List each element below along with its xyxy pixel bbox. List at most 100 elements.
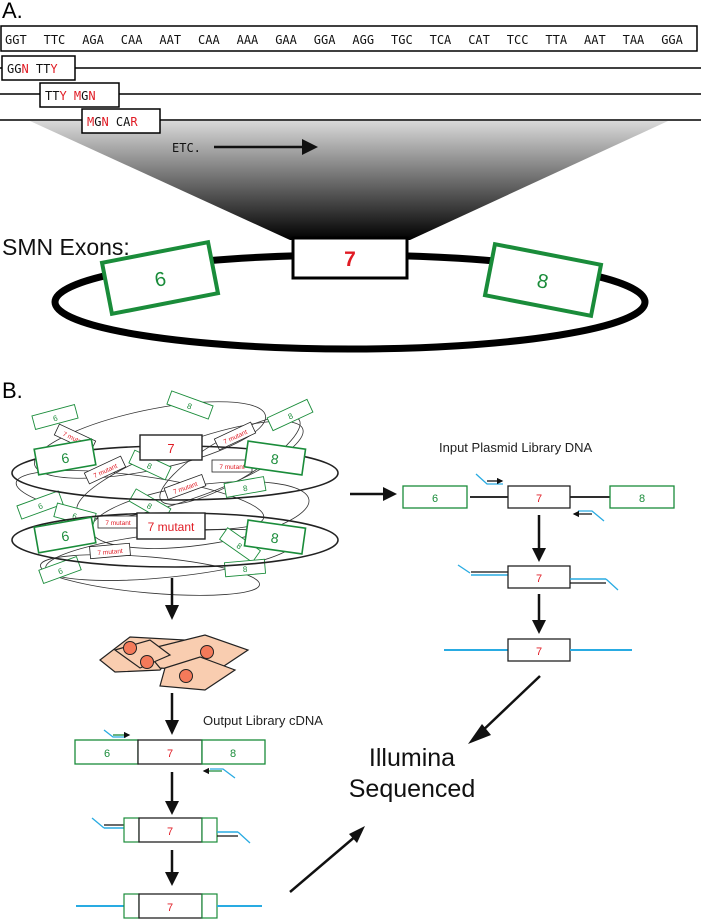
small-mutant-label: 7 mutant	[97, 548, 123, 557]
exon-7-box	[291, 236, 409, 280]
exon-7-label: 7	[344, 248, 356, 271]
library-exon-label: 6	[60, 449, 71, 466]
library-exon-label: 8	[270, 451, 280, 468]
library-small-exon: 8	[223, 476, 267, 498]
sequenced-label: Sequenced	[349, 775, 476, 803]
library-exon-label: 8	[270, 530, 280, 547]
exon-8-box: 8	[482, 241, 604, 319]
small-exon-label: 6	[71, 512, 78, 522]
sequence-codon: TTA	[545, 33, 567, 47]
sequence-codon: GAA	[275, 33, 297, 47]
library-exon-8: 8	[243, 519, 307, 555]
library-small-exon: 6	[16, 490, 64, 520]
sequence-codon: AAT	[584, 33, 606, 47]
small-exon-label: 8	[235, 541, 244, 551]
library-small-exon: 6	[38, 556, 82, 584]
panel-a-label: A.	[2, 0, 23, 23]
output-amplified-7-label: 7	[167, 826, 173, 838]
sequence-codon: CAT	[468, 33, 490, 47]
output-construct-final: 7	[76, 893, 262, 919]
sequence-codon: AAA	[237, 33, 259, 47]
sequence-codon: TAA	[623, 33, 645, 47]
oligo-base: CA	[109, 115, 131, 129]
sequence-codon: TCA	[430, 33, 452, 47]
oligo-base: G	[94, 115, 101, 129]
sequence-codon: CAA	[198, 33, 220, 47]
library-small-exon: 8	[218, 527, 262, 563]
input-exon-6-label: 6	[432, 493, 438, 505]
small-exon-label: 8	[287, 411, 295, 421]
sequence-codon: TTC	[44, 33, 66, 47]
small-exon-label: 8	[242, 484, 248, 494]
sequence-codon: CAA	[121, 33, 143, 47]
exon-8-label: 8	[535, 270, 550, 294]
oligo-box-1	[1, 55, 76, 81]
sequence-codon: AGA	[82, 33, 104, 47]
sequence-codon: AGG	[352, 33, 374, 47]
input-exon-7-label: 7	[536, 493, 542, 505]
sequence-codon: AAT	[159, 33, 181, 47]
oligo-box-2	[39, 82, 120, 108]
small-mutant-label: 7 mutant	[219, 464, 244, 471]
small-exon-label: 6	[57, 566, 65, 576]
input-library-label: Input Plasmid Library DNA	[439, 440, 592, 455]
arrow-output-to-illumina-head	[349, 826, 365, 843]
input-construct-full: 6 7 8	[402, 473, 675, 522]
oligo-1-text: GGN TTY	[7, 62, 58, 76]
exon-6-label: 6	[153, 268, 168, 292]
library-exon-7	[139, 434, 203, 461]
output-exon-8-label: 8	[230, 748, 236, 760]
library-plasmid-thin	[40, 554, 260, 596]
sequence-box	[0, 25, 698, 52]
smn-exons-label: SMN Exons:	[2, 234, 130, 260]
zoom-funnel	[30, 121, 668, 240]
sequence-codon: TCC	[507, 33, 529, 47]
etc-label: ETC.	[172, 141, 201, 155]
library-exon-label: 7 mutant	[148, 520, 195, 534]
oligo-base: M	[67, 89, 81, 103]
oligo-3-text: MGN CAR	[87, 115, 138, 129]
input-construct-final: 7	[444, 638, 632, 662]
small-exon-label: 6	[52, 413, 59, 423]
arrow-input-to-illumina	[477, 675, 541, 736]
sequence-codon: GGT	[5, 33, 27, 47]
oligo-base: N	[88, 89, 95, 103]
library-exon-label: 6	[60, 527, 71, 544]
oligo-base: R	[130, 115, 138, 129]
input-arrow-1-head	[532, 548, 546, 562]
plasmid-library: 6 8 8 6 8 8 8 6 8 6 8 7 mutant 7 mutant …	[11, 390, 339, 596]
small-exon-label: 8	[145, 501, 154, 511]
input-arrow-2-head	[532, 620, 546, 634]
etc-arrow-head	[302, 139, 318, 155]
library-small-mutant: 7 mutant	[89, 542, 131, 560]
library-small-exon: 6	[31, 403, 79, 431]
panel-b-label: B.	[2, 378, 23, 403]
library-exon-8: 8	[243, 440, 307, 476]
sequence-codon: TGC	[391, 33, 413, 47]
oligo-base: Y	[50, 62, 58, 76]
small-exon-label: 8	[243, 565, 249, 574]
oligo-box-3	[81, 108, 161, 134]
small-exon-label: 8	[186, 401, 194, 411]
output-exon-7-label: 7	[167, 748, 173, 760]
input-construct-amplified: 7	[457, 564, 619, 591]
output-library-label: Output Library cDNA	[203, 713, 323, 728]
illumina-label: Illumina	[369, 744, 455, 772]
transfected-cells	[99, 634, 250, 691]
oligo-base: M	[87, 115, 94, 129]
oligo-base: GG	[7, 62, 21, 76]
output-construct-amplified: 7	[91, 817, 251, 844]
library-exon-label: 7	[167, 441, 174, 456]
oligo-2-text: TTY MGN	[45, 89, 96, 103]
arrow-to-output-head	[165, 720, 179, 735]
output-arrow-1-head	[165, 801, 179, 815]
sequence-codon: GGA	[314, 33, 336, 47]
arrow-input-to-illumina-head	[468, 724, 491, 744]
small-exon-label: 6	[37, 501, 45, 511]
library-exon-6: 6	[33, 516, 97, 554]
library-exon-6: 6	[33, 438, 97, 476]
sequence-codon: GGA	[661, 33, 683, 47]
oligo-base: N	[21, 62, 28, 76]
